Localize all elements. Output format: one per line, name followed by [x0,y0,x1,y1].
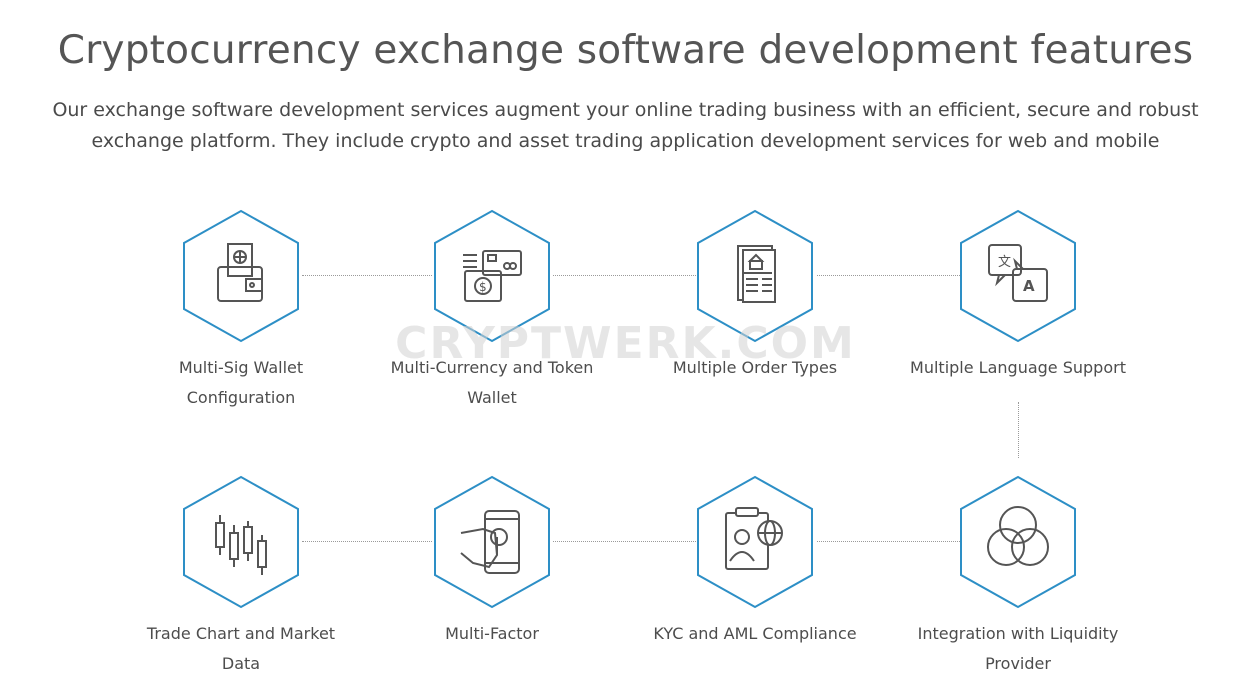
wallet-icon [217,243,263,302]
feature-hexagon [696,209,814,343]
feature-hexagon: $ [433,209,551,343]
connector [553,541,696,542]
feature-hexagon [182,209,300,343]
svg-text:文: 文 [998,255,1011,270]
feature-label: Multiple Order Types [672,358,838,377]
feature-label: Multi-Factor [445,624,539,643]
feature-label: Multiple Language Support [910,358,1126,377]
connector [302,541,432,542]
card-dollar-icon: $ [463,250,522,302]
feature-hexagon [433,475,551,609]
order-document-icon [737,245,776,303]
connector [553,275,696,276]
connector [817,541,960,542]
feature-hexagon: 文 A [959,209,1077,343]
svg-text:$: $ [479,280,487,294]
feature-hexagon [182,475,300,609]
feature-hexagon [959,475,1077,609]
phone-touch-icon [460,510,520,574]
feature-hexagon [696,475,814,609]
translate-icon: 文 A [988,244,1048,302]
feature-label: KYC and AML Compliance [653,624,857,643]
page-subtitle: Our exchange software development servic… [52,99,1199,152]
svg-text:A: A [1023,277,1035,295]
connector [1018,402,1019,458]
connector [302,275,432,276]
id-globe-icon [725,507,783,570]
venn-circles-icon [987,506,1049,566]
page-title: Cryptocurrency exchange software develop… [57,28,1194,73]
candlestick-chart-icon [215,515,267,575]
connector [817,275,960,276]
